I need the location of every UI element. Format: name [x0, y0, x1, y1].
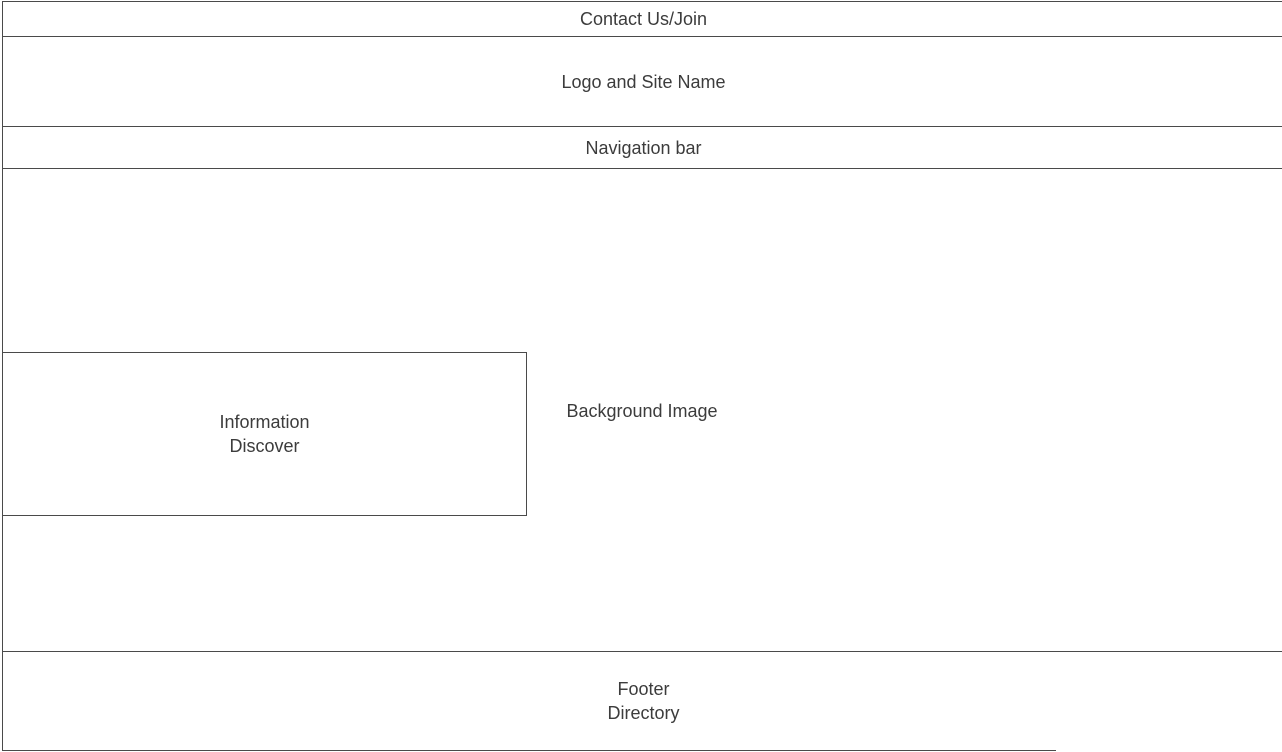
navigation-bar[interactable]: Navigation bar [2, 126, 1282, 169]
contact-join-bar[interactable]: Contact Us/Join [2, 1, 1282, 37]
footer-directory-label: Footer Directory [607, 679, 680, 723]
contact-join-label: Contact Us/Join [579, 9, 708, 29]
information-discover-box[interactable]: Information Discover [2, 352, 527, 516]
information-discover-label: Information Discover [219, 412, 310, 456]
logo-and-site-name-section[interactable]: Logo and Site Name [2, 36, 1282, 127]
navigation-bar-label: Navigation bar [585, 137, 702, 158]
background-image-label: Background Image [566, 401, 718, 421]
logo-site-name-label: Logo and Site Name [561, 71, 726, 92]
footer-directory[interactable]: Footer Directory [2, 651, 1282, 751]
footer-border-gap [1056, 750, 1282, 752]
